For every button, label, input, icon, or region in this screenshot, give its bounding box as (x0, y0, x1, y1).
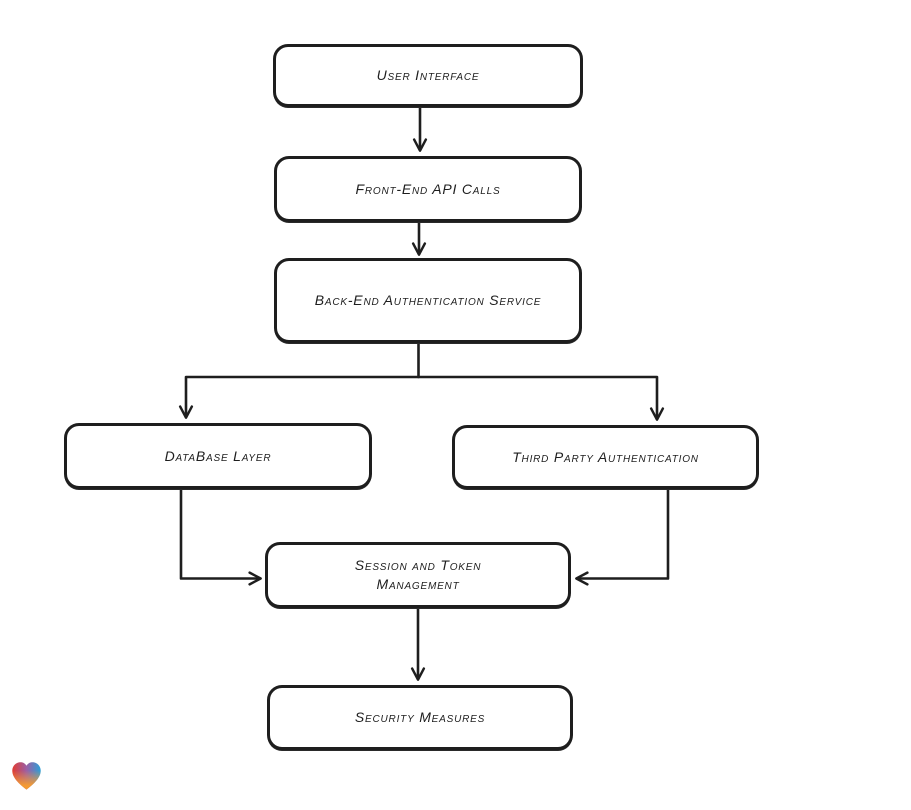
node-label: Front-End API Calls (355, 180, 501, 197)
edge-back-end-authentication-service-to-third-party-authentication (417, 375, 665, 421)
node-user-interface: User Interface (273, 44, 583, 107)
node-label: Third Party Authentication (512, 448, 699, 465)
node-label: Security Measures (354, 709, 486, 725)
node-database-layer: DataBase Layer (64, 423, 372, 489)
edge-database-layer-to-session-and-token-management (179, 487, 262, 586)
node-back-end-authentication-service: Back-End Authentication Service (274, 258, 582, 343)
node-label: DataBase Layer (164, 447, 272, 464)
node-third-party-authentication: Third Party Authentication (452, 425, 759, 489)
node-session-and-token-management: Session and Token Management (265, 542, 571, 608)
edge-third-party-authentication-to-session-and-token-management (575, 487, 670, 586)
node-label: Session and Token Management (354, 557, 482, 592)
edge-back-end-authentication-service-to-database-layer (178, 341, 420, 419)
node-label: Back-End Authentication Service (314, 292, 542, 308)
node-security-measures: Security Measures (267, 685, 573, 750)
node-front-end-api-calls: Front-End API Calls (274, 156, 582, 222)
node-label: User Interface (376, 67, 480, 83)
gradient-heart-logo-icon (12, 762, 41, 790)
